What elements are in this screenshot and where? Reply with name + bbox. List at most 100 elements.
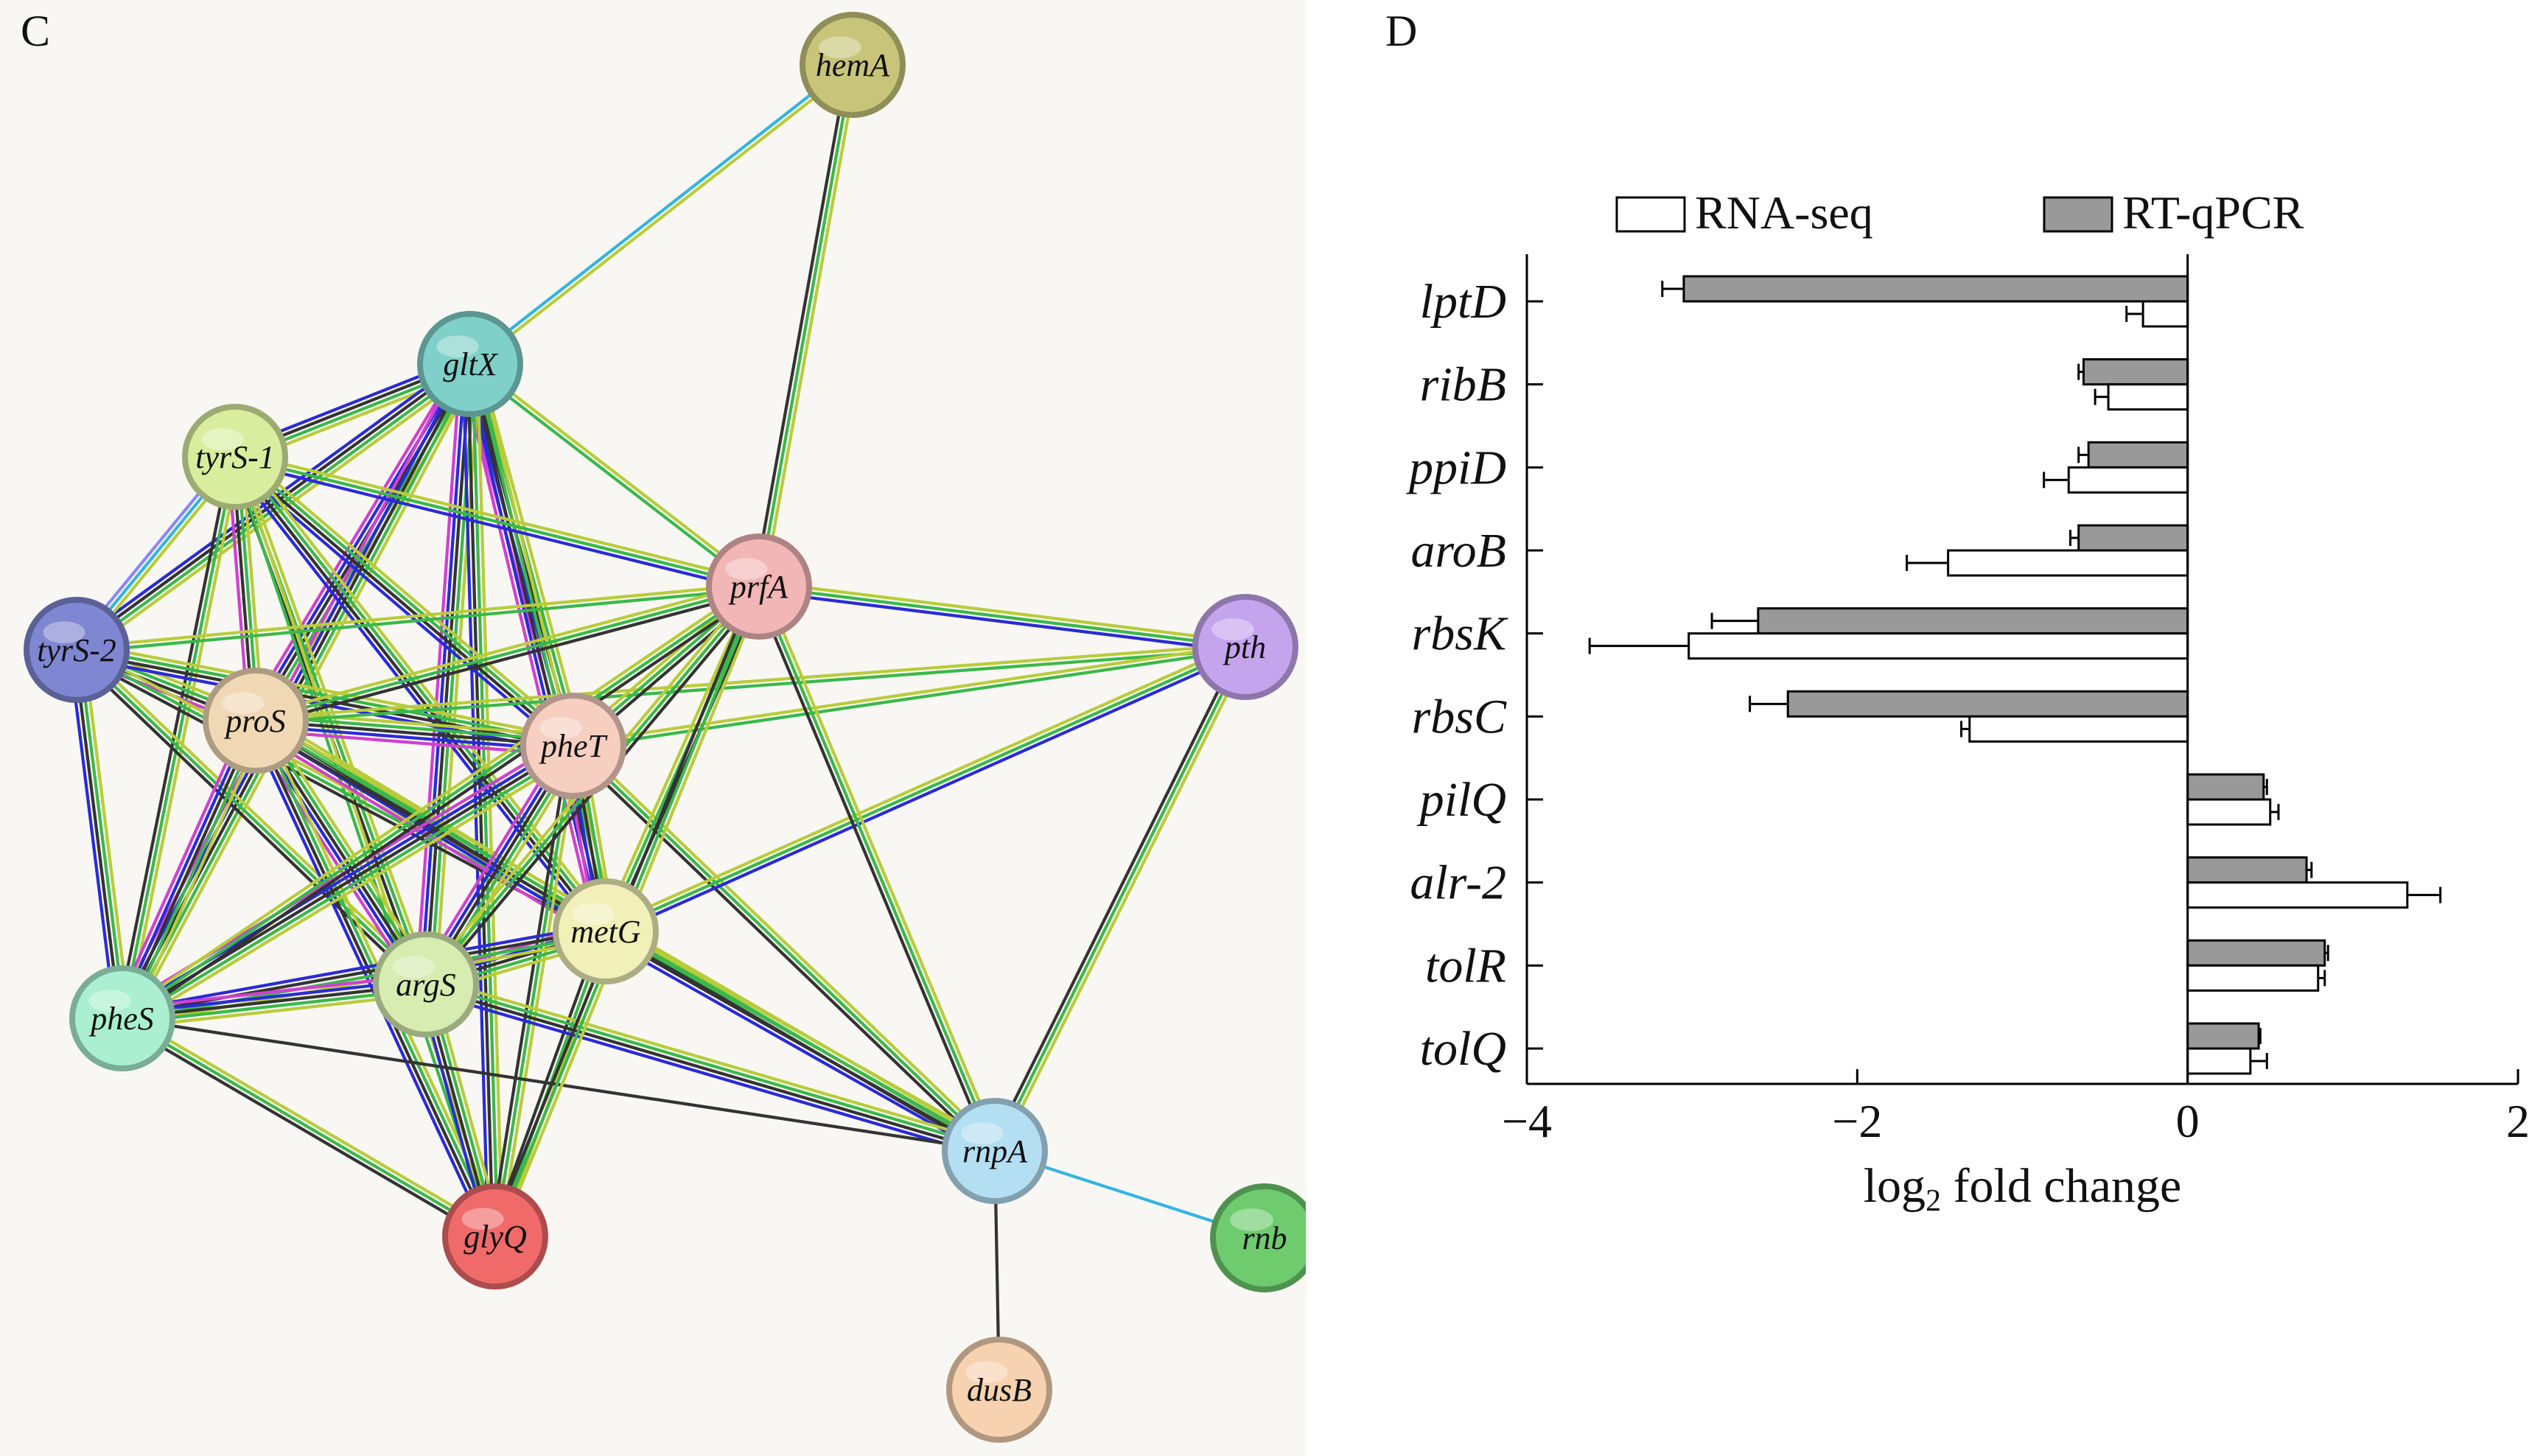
node-label: hemA [816, 47, 890, 83]
network-edge-tyrS-2-pheS [68, 649, 117, 1021]
node-circle [24, 597, 130, 703]
bar-rnaseq-lptD [2141, 300, 2189, 328]
network-edge-pheS-prfA [120, 584, 761, 1021]
bar-rnaseq-ppiD [2067, 466, 2189, 494]
bar-rnaseq-tolR [2186, 964, 2320, 992]
node-highlight [725, 558, 768, 581]
x-tick-label--2: −2 [1832, 1095, 1882, 1147]
network-node-tyrS-1[interactable]: tyrS-1 [182, 404, 288, 510]
category-label-ppiD: ppiD [1406, 441, 1506, 494]
network-node-pheS[interactable]: pheS [69, 965, 175, 1071]
network-edge-metG-rnpA [603, 931, 996, 1155]
network-node-rnb[interactable]: rnb [1210, 1183, 1306, 1292]
network-nodes: hemA gltX tyrS-1 prfA tyrS-2 pth proS pheT metG a… [24, 12, 1306, 1443]
bar-rtqpcr-aroB [2077, 524, 2189, 552]
node-highlight [88, 990, 131, 1012]
network-edge-pheT-rnpA [575, 741, 1000, 1149]
node-circle [69, 965, 175, 1071]
legend-swatch-rnaseq [1615, 196, 1686, 233]
network-edge-tyrS-1-pheS [125, 456, 242, 1021]
network-edge-tyrS-1-pheT [235, 453, 577, 746]
network-node-argS[interactable]: argS [373, 931, 479, 1037]
network-edge-tyrS-1-prfA [232, 460, 760, 593]
network-edge-proS-prfA [253, 580, 760, 718]
network-edge-tyrS-2-prfA [75, 587, 761, 654]
node-circle [1192, 594, 1298, 700]
network-edge-proS-pheT [253, 728, 575, 757]
node-circle [942, 1098, 1048, 1204]
category-label-rbsC: rbsC [1412, 690, 1507, 743]
network-edge-pheS-prfA [118, 581, 758, 1016]
network-node-pheT[interactable]: pheT [520, 693, 626, 799]
network-node-glyQ[interactable]: glyQ [442, 1183, 548, 1289]
protein-network-graph: hemA gltX tyrS-1 prfA tyrS-2 pth proS pheT metG a… [24, 12, 1306, 1443]
network-edge-pheS-glyQ [123, 1012, 500, 1234]
network-edge-tyrS-2-argS [71, 651, 424, 990]
category-label-lptD: lptD [1420, 275, 1506, 329]
network-node-dusB[interactable]: dusB [946, 1337, 1052, 1443]
chart-category-labels: lptDribBppiDaroBrbsKrbsCpilQalr-2tolRtol… [1406, 275, 1508, 1076]
network-node-hemA[interactable]: hemA [800, 12, 906, 118]
network-edge-tyrS-2-prfA [74, 582, 760, 649]
network-edge-metG-pth [606, 649, 1249, 938]
network-node-tyrS-2[interactable]: tyrS-2 [24, 597, 130, 703]
node-highlight [201, 428, 244, 451]
bar-rnaseq-aroB [1947, 549, 2189, 577]
panel-label-c: C [21, 7, 51, 55]
node-highlight [436, 335, 479, 358]
category-label-pilQ: pilQ [1417, 773, 1506, 827]
network-edge-pheS-glyQ [118, 1021, 494, 1242]
network-edge-proS-argS [262, 713, 436, 981]
bar-rnaseq-alr-2 [2186, 881, 2409, 909]
network-edge-proS-pheS [120, 718, 258, 1021]
network-edge-tyrS-2-pheS [82, 647, 131, 1019]
network-node-proS[interactable]: proS [203, 668, 309, 774]
network-edge-proS-prfA [253, 584, 761, 723]
bar-rtqpcr-rbsC [1786, 690, 2189, 718]
bar-rnaseq-rbsC [1968, 715, 2189, 743]
network-edge-argS-rnpA [426, 976, 999, 1146]
chart-legend: RNA-seq RT-qPCR [1615, 186, 2304, 239]
network-edge-metG-rnpA [605, 928, 998, 1151]
network-edge-gltX-tyrS-2 [73, 360, 471, 650]
bar-rtqpcr-tolQ [2186, 1022, 2260, 1050]
network-edge-metG-pheS [121, 932, 608, 1023]
network-edge-prfA-rnpA [752, 587, 993, 1155]
x-tick-label-2: 2 [2506, 1095, 2530, 1147]
network-edge-pheT-pheS [125, 752, 580, 1029]
network-node-rnpA[interactable]: rnpA [942, 1098, 1048, 1204]
network-edge-prfA-pth [757, 589, 1247, 654]
network-edge-prfA-pth [758, 580, 1248, 644]
chart-axes [1525, 254, 2519, 1085]
node-label: tyrS-1 [195, 439, 275, 475]
node-highlight [1211, 618, 1254, 641]
panel-label-d: D [1385, 7, 1418, 55]
network-edge-gltX-prfA [466, 364, 760, 590]
category-label-tolR: tolR [1425, 939, 1506, 993]
node-label: rnb [1242, 1220, 1287, 1256]
network-edge-tyrS-2-pheT [74, 655, 574, 755]
network-edge-pheT-pheS [123, 748, 578, 1024]
network-node-prfA[interactable]: prfA [706, 533, 812, 640]
network-edge-prfA-pth [757, 584, 1248, 649]
network-edge-gltX-prfA [469, 360, 763, 587]
node-label: prfA [728, 569, 788, 605]
network-edge-proS-pheS [116, 717, 253, 1018]
network-edge-metG-pheS [120, 927, 607, 1018]
legend-label-rnaseq: RNA-seq [1695, 186, 1873, 239]
network-edge-tyrS-2-argS [78, 645, 431, 983]
network-edge-proS-pheS [125, 721, 262, 1022]
bar-rnaseq-tolQ [2186, 1047, 2252, 1075]
network-node-metG[interactable]: metG [553, 878, 659, 984]
node-circle [520, 693, 626, 799]
network-edge-proS-pheT [253, 724, 575, 752]
network-edge-hemA-prfA [762, 64, 859, 589]
network-node-gltX[interactable]: gltX [417, 311, 523, 417]
category-label-rbsK: rbsK [1412, 607, 1508, 661]
node-highlight [819, 36, 861, 59]
node-label: dusB [967, 1372, 1032, 1408]
legend-swatch-rtqpcr [2043, 196, 2113, 233]
network-node-pth[interactable]: pth [1192, 594, 1298, 700]
